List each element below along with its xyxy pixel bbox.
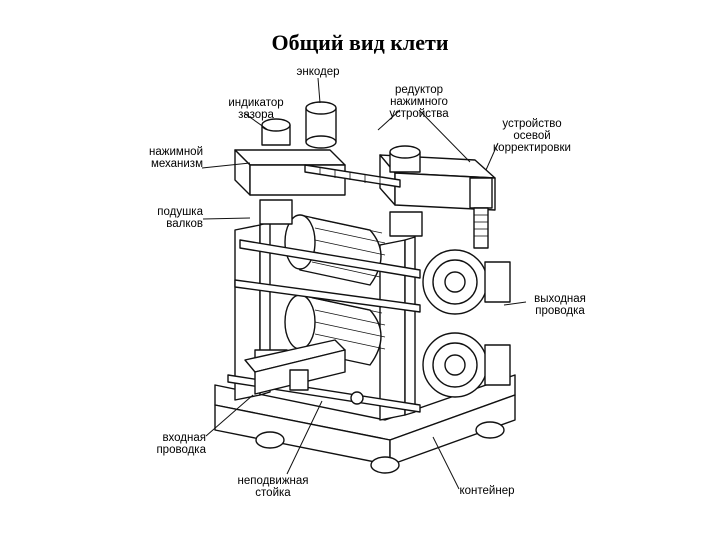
label-exit-guide: выходная проводка xyxy=(534,293,586,317)
label-container: контейнер xyxy=(459,485,515,497)
label-axial-correction: устройство осевой корректировки xyxy=(493,118,571,154)
exit-guide-lower-wheel xyxy=(422,332,511,398)
screw-shaft xyxy=(304,164,401,188)
screwdown-gearbox xyxy=(389,145,421,173)
page-title: Общий вид клети xyxy=(271,30,449,55)
encoder xyxy=(305,101,337,149)
container-base xyxy=(214,374,516,474)
entry-guide xyxy=(244,339,364,405)
label-fixed-housing: неподвижная стойка xyxy=(237,475,309,499)
gap-indicator xyxy=(261,118,291,146)
label-entry-guide: входная проводка xyxy=(156,432,206,456)
label-screwdown-gearbox: редуктор нажимного устройства xyxy=(389,84,449,120)
label-encoder: энкодер xyxy=(296,66,340,78)
label-gap-indicator: индикатор зазора xyxy=(228,97,284,121)
exit-guide-upper-wheel xyxy=(422,249,511,315)
label-roll-chock: подушка валков xyxy=(157,206,203,230)
label-screwdown-mechanism: нажимной механизм xyxy=(149,146,203,170)
axial-correction-screw xyxy=(469,177,493,249)
